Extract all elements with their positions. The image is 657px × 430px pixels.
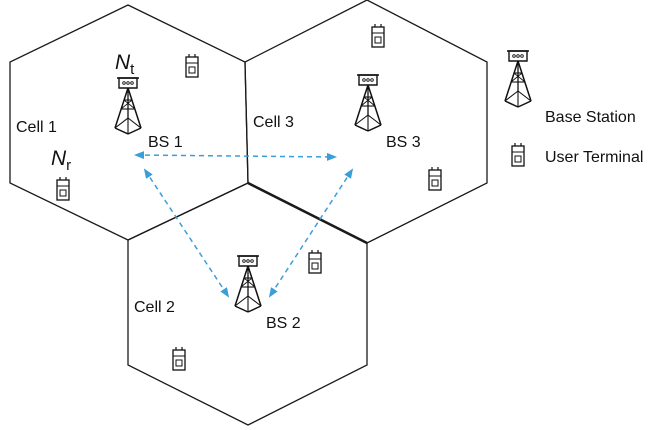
bs-1-label: BS 1 [148, 134, 183, 151]
handset-icon [172, 346, 186, 371]
cell-3-label: Cell 3 [253, 114, 294, 131]
bs-3-label: BS 3 [386, 134, 421, 151]
handset-icon [56, 176, 70, 201]
cell-1-label: Cell 1 [16, 119, 57, 136]
antenna-tower-icon [354, 74, 382, 132]
link-bs3-bs2 [268, 168, 354, 298]
cell-boundary-bold [247, 181, 368, 245]
handset-icon [185, 53, 199, 78]
legend-handset-icon [511, 142, 525, 167]
legend-antenna-tower-icon [504, 50, 532, 108]
nt-symbol: Nt [115, 51, 135, 78]
link-bs1-bs3 [134, 151, 337, 161]
link-bs1-bs2 [143, 168, 230, 298]
handset-icon [308, 249, 322, 274]
bs-2-label: BS 2 [266, 315, 301, 332]
cell-2-label: Cell 2 [134, 299, 175, 316]
legend-base-station-label: Base Station [545, 109, 636, 126]
antenna-tower-icon [234, 255, 262, 313]
handset-icon [428, 166, 442, 191]
nr-symbol: Nr [51, 147, 71, 174]
antenna-tower-icon [114, 77, 142, 135]
legend-user-terminal-label: User Terminal [545, 149, 643, 166]
handset-icon [371, 23, 385, 48]
